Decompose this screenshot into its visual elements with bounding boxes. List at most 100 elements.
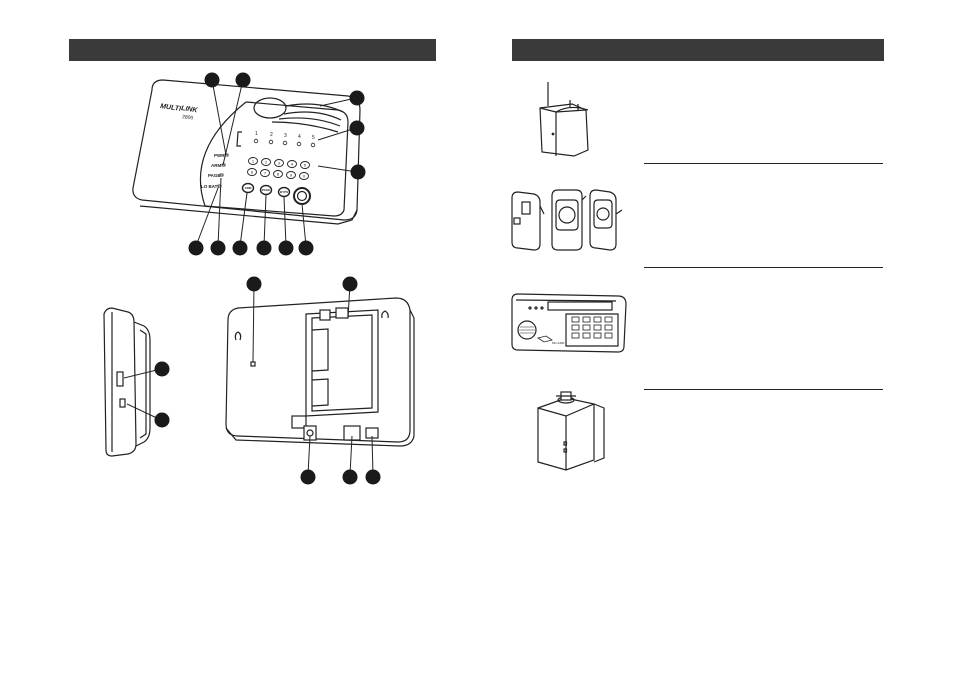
callout-marker	[342, 276, 358, 292]
zone-led	[268, 139, 274, 145]
zone-led	[282, 140, 288, 146]
keypad-key[interactable]	[248, 157, 258, 165]
zone-number: 1	[255, 131, 258, 137]
callout-marker	[154, 412, 170, 428]
zone-led	[296, 141, 302, 147]
keypad-digit: 9	[290, 173, 293, 178]
side-jack	[119, 398, 126, 408]
callout-leader	[195, 187, 219, 247]
callout-marker	[300, 469, 316, 485]
base-unit-side-illustration	[103, 307, 151, 457]
pwr-label: PWR	[214, 153, 225, 158]
arm-key[interactable]	[241, 182, 255, 194]
keypad-key[interactable]	[260, 169, 270, 177]
keypad-digit: 3	[278, 161, 281, 166]
callout-marker	[342, 469, 358, 485]
callout-marker	[349, 120, 365, 136]
keypad-digit: 8	[277, 172, 280, 177]
separator-rule-2	[644, 267, 883, 268]
lo-batt-label: LO BATT	[201, 184, 220, 189]
bypass-key-label: BYPS	[280, 190, 288, 194]
callout-marker	[349, 90, 365, 106]
logo-line-3: 2800	[182, 114, 194, 122]
page-label: PAGE	[208, 173, 220, 178]
callout-marker	[256, 240, 272, 256]
callout-marker	[210, 240, 226, 256]
base-unit-callouts	[188, 72, 366, 256]
separator-rule-1	[644, 163, 883, 164]
bypass-key[interactable]	[277, 186, 291, 198]
callout-leader	[317, 165, 358, 173]
keypad-key[interactable]	[261, 158, 271, 166]
keypad-key[interactable]	[273, 170, 283, 178]
zone-led	[253, 138, 259, 144]
keypad-digit: 4	[291, 162, 294, 167]
keypad-digit: 7	[264, 171, 267, 176]
callout-leader	[283, 196, 287, 247]
siren-module-illustration	[537, 391, 605, 471]
base-unit-back-illustration	[225, 297, 415, 447]
keypad-digit: 5	[304, 163, 307, 168]
zone-number: 5	[312, 135, 315, 141]
callout-leader	[211, 79, 227, 156]
keypad-key[interactable]	[300, 161, 310, 169]
callout-marker	[204, 72, 220, 88]
logo-line-2: LINK	[181, 105, 199, 114]
remote-console-model: MC-2400	[552, 341, 565, 345]
keypad-digit: 6	[251, 170, 254, 175]
zone-number: 3	[284, 133, 287, 139]
function-keys: ARM PAGE BYPS	[241, 182, 291, 198]
callout-leader	[301, 203, 307, 247]
left-section-header-bar	[69, 39, 436, 61]
side-view-callouts	[123, 361, 170, 428]
callout-leader	[371, 435, 374, 476]
callout-leader	[307, 435, 311, 476]
keypad-digit: 2	[265, 160, 268, 165]
callout-leader	[252, 283, 255, 363]
keypad-key[interactable]	[286, 171, 296, 179]
separator-rule-3	[644, 389, 883, 390]
callout-marker	[235, 72, 251, 88]
page-key-label: PAGE	[262, 188, 270, 192]
zone-number: 4	[298, 134, 301, 140]
callout-marker	[278, 240, 294, 256]
page-key[interactable]	[259, 184, 273, 196]
logo-line-1: MULTI	[160, 103, 183, 113]
keypad-key[interactable]	[299, 172, 309, 180]
door-window-sensors-illustration	[511, 189, 623, 251]
multilink-logo: MULTI LINK 2800	[160, 103, 199, 122]
zone-leds: 1 2 3 4 5	[253, 131, 316, 148]
arm-label: ARM	[211, 163, 221, 168]
callout-leader	[317, 127, 357, 141]
base-unit-front-illustration	[132, 79, 361, 225]
callout-marker	[188, 240, 204, 256]
arm-key-label: ARM	[245, 186, 252, 190]
callout-marker	[154, 361, 170, 377]
label-marker	[250, 361, 256, 367]
keypad-digit: 1	[252, 159, 255, 164]
callout-marker	[232, 240, 248, 256]
keypad-key[interactable]	[247, 168, 257, 176]
callout-marker	[365, 469, 381, 485]
keypad-digit: 0	[303, 174, 306, 179]
keypad-key[interactable]	[274, 159, 284, 167]
callout-leader	[217, 177, 222, 247]
callout-marker	[246, 276, 262, 292]
remote-console-illustration	[511, 293, 627, 353]
side-switch[interactable]	[116, 371, 124, 387]
back-view-callouts	[246, 276, 381, 485]
zone-number: 2	[270, 132, 273, 138]
callout-leader	[239, 192, 248, 247]
keypad-key[interactable]	[287, 160, 297, 168]
callout-leader	[349, 435, 353, 476]
callout-marker	[350, 164, 366, 180]
base-keypad: 1 2 3 4 5 6 7 8 9 0	[247, 157, 310, 180]
callout-leader	[222, 79, 244, 166]
page-led	[219, 173, 224, 177]
right-section-header-bar	[512, 39, 884, 61]
callout-marker	[298, 240, 314, 256]
plug-in-transmitter-illustration	[539, 82, 589, 157]
callout-leader	[263, 194, 267, 247]
zone-led	[310, 142, 316, 148]
